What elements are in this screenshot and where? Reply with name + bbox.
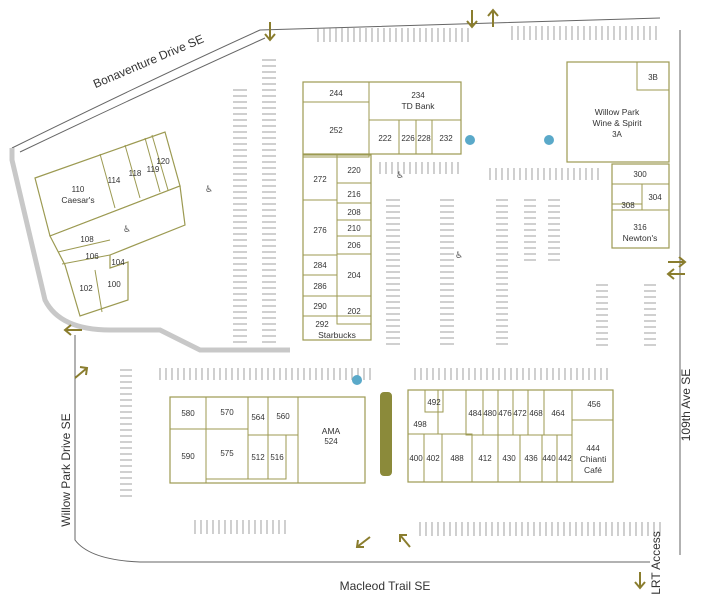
- unit-412: 412: [478, 454, 492, 463]
- unit-206: 206: [347, 241, 361, 250]
- unit-226: 226: [401, 134, 415, 143]
- unit-516: 516: [270, 453, 284, 462]
- unit-464: 464: [551, 409, 565, 418]
- unit-220: 220: [347, 166, 361, 175]
- unit-308: 308: [621, 201, 635, 210]
- street-macleod: Macleod Trail SE: [340, 579, 431, 593]
- street-109th: 109th Ave SE: [679, 369, 693, 442]
- unit-456: 456: [587, 400, 601, 409]
- building-southwest: [169, 396, 366, 484]
- direction-arrows: [63, 8, 687, 590]
- unit-208: 208: [347, 208, 361, 217]
- street-willow-park: Willow Park Drive SE: [59, 413, 73, 526]
- unit-468: 468: [529, 409, 543, 418]
- unit-222: 222: [378, 134, 392, 143]
- unit-575: 575: [220, 449, 234, 458]
- unit-114: 114: [108, 176, 121, 185]
- unit-202: 202: [347, 307, 361, 316]
- unit-560: 560: [276, 412, 290, 421]
- unit-204: 204: [347, 271, 361, 280]
- unit-316: 316: [633, 223, 647, 232]
- median: [380, 392, 392, 476]
- unit-102: 102: [79, 284, 93, 293]
- unit-104: 104: [111, 258, 125, 267]
- unit-498: 498: [413, 420, 427, 429]
- lrt-access-label: LRT Access: [649, 531, 663, 595]
- info-icon: [352, 375, 362, 385]
- unit-472: 472: [513, 409, 527, 418]
- building-northeast: [566, 61, 670, 249]
- cafe-label: Café: [584, 465, 602, 475]
- unit-108: 108: [80, 235, 94, 244]
- unit-402: 402: [426, 454, 440, 463]
- unit-232: 232: [439, 134, 453, 143]
- unit-3a: 3A: [612, 130, 622, 139]
- unit-118: 118: [129, 169, 142, 178]
- info-icon: [544, 135, 554, 145]
- unit-286: 286: [313, 282, 327, 291]
- unit-440: 440: [542, 454, 556, 463]
- unit-524: 524: [324, 437, 338, 446]
- unit-488: 488: [450, 454, 464, 463]
- willow-park-label: Willow Park: [595, 107, 640, 117]
- unit-476: 476: [498, 409, 512, 418]
- unit-444: 444: [586, 444, 600, 453]
- unit-119: 119: [147, 165, 160, 174]
- unit-484: 484: [468, 409, 482, 418]
- unit-252: 252: [329, 126, 343, 135]
- building-southeast: [407, 389, 614, 483]
- wine-spirit-label: Wine & Spirit: [592, 118, 642, 128]
- unit-3b: 3B: [648, 73, 658, 82]
- unit-120: 120: [156, 157, 170, 166]
- unit-272: 272: [313, 175, 327, 184]
- unit-284: 284: [313, 261, 327, 270]
- unit-106: 106: [85, 252, 99, 261]
- wheelchair-icon: ♿: [123, 225, 131, 235]
- unit-300: 300: [633, 170, 647, 179]
- unit-564: 564: [251, 413, 265, 422]
- wheelchair-icon: ♿: [455, 251, 463, 261]
- unit-210: 210: [347, 224, 361, 233]
- td-bank-label: TD Bank: [401, 101, 435, 111]
- road-edge-west-south: [74, 335, 650, 563]
- unit-292: 292: [315, 320, 329, 329]
- road-edge-north-inner: [19, 37, 266, 153]
- wheelchair-icon: ♿: [205, 185, 213, 195]
- site-boundary-west: [9, 148, 290, 353]
- unit-400: 400: [409, 454, 423, 463]
- unit-100: 100: [107, 280, 121, 289]
- unit-110: 110: [72, 185, 85, 194]
- unit-276: 276: [313, 226, 327, 235]
- unit-590: 590: [181, 452, 195, 461]
- ama-label: AMA: [322, 426, 341, 436]
- parking-stalls: [120, 26, 661, 536]
- unit-436: 436: [524, 454, 538, 463]
- unit-512: 512: [251, 453, 265, 462]
- building-northwest: [34, 131, 186, 317]
- unit-492: 492: [427, 398, 441, 407]
- unit-234: 234: [411, 91, 425, 100]
- unit-216: 216: [347, 190, 361, 199]
- starbucks-label: Starbucks: [318, 330, 356, 340]
- caesars-label: Caesar's: [61, 195, 94, 205]
- unit-570: 570: [220, 408, 234, 417]
- unit-480: 480: [483, 409, 497, 418]
- wheelchair-icon: ♿: [396, 171, 404, 181]
- unit-430: 430: [502, 454, 516, 463]
- road-edge-north: [11, 17, 661, 149]
- unit-304: 304: [648, 193, 662, 202]
- unit-290: 290: [313, 302, 327, 311]
- info-icon: [465, 135, 475, 145]
- newtons-label: Newton's: [623, 233, 658, 243]
- unit-580: 580: [181, 409, 195, 418]
- chianti-label: Chianti: [580, 454, 607, 464]
- building-center: [302, 81, 462, 341]
- unit-442: 442: [558, 454, 572, 463]
- unit-228: 228: [417, 134, 431, 143]
- unit-244: 244: [329, 89, 343, 98]
